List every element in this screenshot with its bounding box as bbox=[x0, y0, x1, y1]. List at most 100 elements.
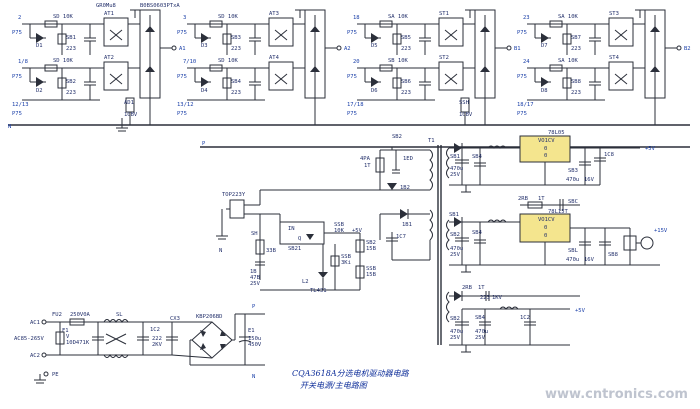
block-in-bot: 20 bbox=[353, 59, 360, 65]
block-in-top: 2 bbox=[18, 15, 21, 21]
fb-r1-label: SSB bbox=[334, 222, 345, 228]
out2-voltage: +15V bbox=[654, 228, 668, 234]
out2-ic-sub: VO1CV bbox=[538, 217, 555, 223]
aux-diode bbox=[400, 209, 408, 219]
out1-cout-label: 1C8 bbox=[604, 152, 614, 158]
block-opto-top-label: AT1 bbox=[104, 11, 114, 17]
input-p-label: P bbox=[252, 304, 256, 310]
start-cap-rating: 25V bbox=[250, 281, 261, 287]
block-c2-res bbox=[57, 77, 67, 89]
bridge-diode bbox=[200, 343, 206, 350]
snub-res-value: 1T bbox=[364, 163, 371, 169]
cbulk-value: 150u bbox=[248, 336, 261, 342]
block-gnd-sub: P75 bbox=[12, 111, 22, 117]
block-c2-label: SB4 bbox=[231, 79, 242, 85]
block-led-bot-label: D4 bbox=[201, 88, 208, 94]
out2-rs-label: 2RB bbox=[518, 196, 529, 202]
out2-pin: 0 bbox=[544, 225, 547, 231]
out1-voltage: +5V bbox=[645, 146, 656, 152]
block-gate-res-label: AD1 bbox=[124, 100, 134, 106]
p-rail-label: P bbox=[202, 141, 206, 147]
block-in-top: 3 bbox=[183, 15, 186, 21]
out3-dtop-label: 2RB bbox=[462, 285, 473, 291]
block-opto-bot-label: AT4 bbox=[269, 55, 280, 61]
block-c2-value: 223 bbox=[401, 90, 411, 96]
c1-value: 222 bbox=[152, 336, 162, 342]
wire bbox=[171, 354, 213, 359]
igbt-diode bbox=[310, 66, 320, 72]
block-led-top-label: D3 bbox=[201, 43, 208, 49]
block-gnd-sub: P75 bbox=[177, 111, 187, 117]
opto-label: IN bbox=[288, 226, 295, 232]
opto-led bbox=[306, 234, 314, 240]
block-opto-top-label: AT3 bbox=[269, 11, 279, 17]
block-led-top bbox=[541, 33, 549, 43]
out2-ctop-label: SBC bbox=[568, 199, 578, 205]
block-led-top-label: D1 bbox=[36, 43, 43, 49]
block-led-bot-label: D8 bbox=[541, 88, 548, 94]
pe-label: PE bbox=[52, 372, 59, 378]
fuse bbox=[69, 318, 85, 326]
block-r-bot-label: SB 10K bbox=[388, 58, 409, 64]
out3-ca-rating: 25V bbox=[450, 335, 461, 341]
block-gnd-in: 17/18 bbox=[347, 102, 364, 108]
fb-r3-value: 15B bbox=[366, 272, 377, 278]
block-in-bot-sub: P75 bbox=[347, 74, 357, 80]
out1-diode bbox=[454, 143, 462, 153]
block-r-top-label: SA 10K bbox=[388, 14, 409, 20]
block-opto-bot bbox=[268, 61, 294, 91]
block-opto-bot bbox=[438, 61, 464, 91]
fb-r3-label: SSB bbox=[366, 266, 377, 272]
choke-core bbox=[105, 333, 127, 345]
fb-r4-value: 3Ki bbox=[341, 260, 351, 266]
out3-dtop-value: 1T bbox=[478, 285, 485, 291]
block-led-bot bbox=[541, 77, 549, 87]
varistor-label: V bbox=[66, 334, 70, 340]
fb-r3 bbox=[355, 265, 365, 279]
block-in-bot: 7/10 bbox=[183, 59, 196, 65]
transformer-primary bbox=[429, 149, 433, 191]
varistor-value: 10D471K bbox=[66, 340, 90, 346]
out2-diode bbox=[454, 217, 462, 227]
snub-diode-label: 1B2 bbox=[400, 185, 410, 191]
out3-ca-label: SB2 bbox=[450, 316, 460, 322]
top-switch-ic bbox=[229, 199, 245, 219]
cbulk-label: E1 bbox=[248, 328, 255, 334]
block-c2-res bbox=[222, 77, 232, 89]
out2-ca-rating: 25V bbox=[450, 252, 461, 258]
block-c2-label: SB8 bbox=[571, 79, 581, 85]
igbt-diode bbox=[480, 66, 490, 72]
top-switch-label: TOP223Y bbox=[222, 192, 246, 198]
out1-choke bbox=[487, 145, 507, 149]
out2-cc-rating: 16V bbox=[584, 257, 595, 263]
opto-transistor bbox=[274, 73, 288, 85]
block-in-bot-sub: P75 bbox=[177, 74, 187, 80]
block-gate-res-value: 10BV bbox=[459, 112, 473, 118]
transformer-label: T1 bbox=[428, 138, 435, 144]
block-opto-bot-label: ST4 bbox=[609, 55, 620, 61]
igbt-diode bbox=[650, 26, 660, 32]
block-c1-value: 223 bbox=[66, 46, 76, 52]
block-opto-top bbox=[268, 17, 294, 47]
varistor bbox=[55, 331, 65, 345]
block-output-label: A1 bbox=[179, 46, 186, 52]
block-opto-top bbox=[608, 17, 634, 47]
block-c1-label: SB1 bbox=[66, 35, 76, 41]
block-gnd-in: 18/17 bbox=[517, 102, 534, 108]
out2-cb-label: SB4 bbox=[472, 230, 483, 236]
block-r-bot-label: SD 10K bbox=[218, 58, 239, 64]
cbulk-rating: 450V bbox=[248, 342, 262, 348]
out3-choke bbox=[499, 306, 519, 310]
out1-ic-sub: VO1CV bbox=[538, 138, 555, 144]
block-c2-value: 223 bbox=[231, 90, 241, 96]
c1-label: 1C2 bbox=[150, 327, 160, 333]
block-r-top bbox=[44, 20, 58, 28]
block-in-top-sub: P75 bbox=[347, 30, 357, 36]
ac2-terminal bbox=[41, 352, 47, 358]
igbt-diode bbox=[145, 66, 155, 72]
sec-winding-1 bbox=[446, 147, 450, 179]
fuse-label: FU2 bbox=[52, 312, 62, 318]
opto-transistor bbox=[274, 29, 288, 41]
block-r-top-label: SA 10K bbox=[558, 14, 579, 20]
